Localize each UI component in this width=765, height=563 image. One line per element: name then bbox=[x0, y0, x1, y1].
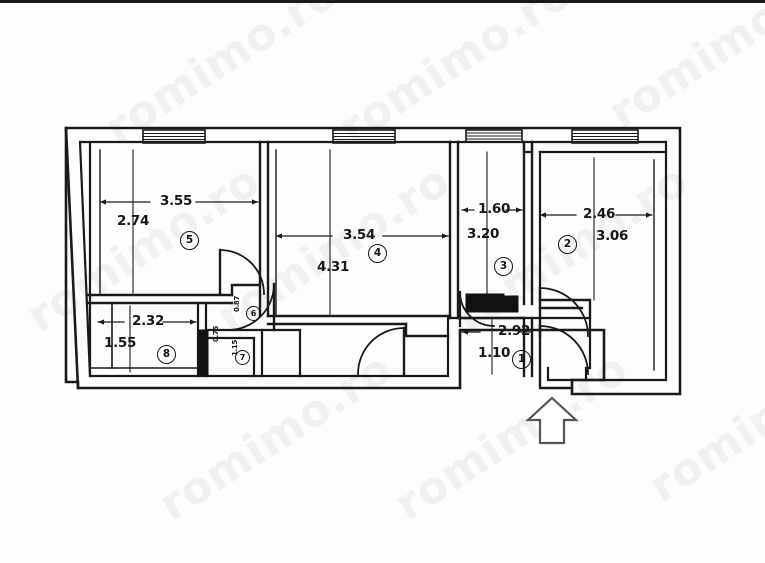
corridor-step bbox=[404, 322, 450, 338]
dimension-label: 3.20 bbox=[467, 226, 500, 242]
window-group bbox=[142, 129, 639, 144]
dimension-label: 3.06 bbox=[596, 228, 629, 244]
dimension-label: 2.74 bbox=[117, 213, 150, 229]
dimension-label: 2.46 bbox=[583, 206, 616, 222]
exterior-wall-inner bbox=[80, 140, 668, 382]
dimension-label: 2.92 bbox=[498, 323, 531, 339]
room-number-text: 4 bbox=[373, 247, 382, 260]
dimension-label: 1.60 bbox=[478, 201, 511, 217]
room-number-badge-5: 5 bbox=[180, 231, 199, 250]
room-number-badge-2: 2 bbox=[558, 235, 577, 254]
room-number-text: 7 bbox=[239, 352, 246, 362]
dimension-label: 0.87 bbox=[233, 295, 241, 312]
room-number-badge-3: 3 bbox=[494, 257, 513, 276]
dimension-lines bbox=[97, 149, 653, 375]
left-wall-edge bbox=[64, 126, 80, 390]
kitchen-fixture-room8 bbox=[198, 329, 209, 377]
top-border-bar bbox=[0, 0, 765, 3]
room2-bottom-wall bbox=[538, 298, 592, 320]
dimension-label: 1.55 bbox=[104, 335, 137, 351]
room-number-badge-6: 6 bbox=[246, 306, 261, 321]
room-number-text: 6 bbox=[250, 308, 257, 318]
room-number-badge-8: 8 bbox=[157, 345, 176, 364]
door-swing-room5 bbox=[219, 249, 265, 295]
door-swing-room4 bbox=[357, 327, 405, 375]
dimension-label: 3.54 bbox=[343, 227, 376, 243]
door-swing-entrance bbox=[539, 325, 589, 375]
dimension-label: 0.75 bbox=[212, 325, 220, 342]
room-number-badge-4: 4 bbox=[368, 244, 387, 263]
room6-walls bbox=[260, 328, 302, 378]
entrance-jamb-2 bbox=[546, 366, 588, 382]
room-number-text: 5 bbox=[185, 234, 194, 247]
bathroom-fixture-room3 bbox=[465, 293, 519, 313]
dimension-label: 3.55 bbox=[160, 193, 193, 209]
entrance-jamb bbox=[538, 374, 574, 390]
room-number-text: 2 bbox=[563, 238, 572, 251]
door-swing-room2 bbox=[539, 287, 589, 337]
dimension-label: 1.10 bbox=[478, 345, 511, 361]
partition-5-8-step bbox=[230, 283, 262, 297]
entrance-arrow-icon bbox=[525, 396, 579, 445]
room-number-badge-7: 7 bbox=[235, 350, 250, 365]
room-number-badge-1: 1 bbox=[512, 350, 531, 369]
room-number-text: 1 bbox=[517, 353, 526, 366]
room-number-text: 8 bbox=[162, 348, 171, 361]
dimension-label: 2.32 bbox=[132, 313, 165, 329]
dimension-label: 4.31 bbox=[317, 259, 350, 275]
top-wall-notch bbox=[522, 140, 534, 154]
room-number-text: 3 bbox=[499, 260, 508, 273]
left-wall-edge-inner bbox=[78, 140, 92, 378]
